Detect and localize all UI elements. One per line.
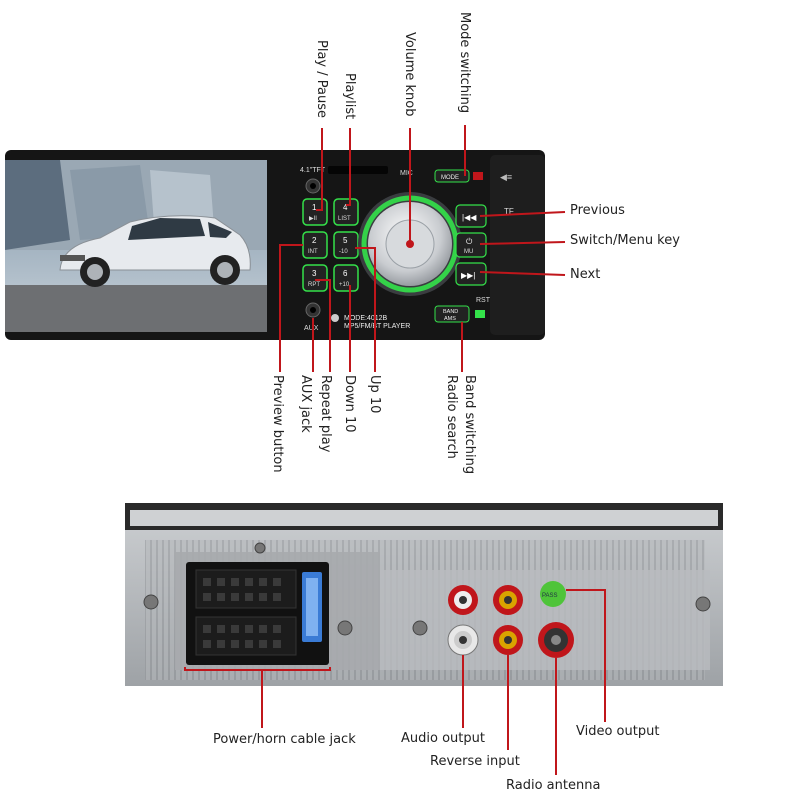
- callout-previous: Previous: [570, 203, 625, 218]
- callout-audio-output: Audio output: [401, 731, 485, 746]
- preset-button-2[interactable]: 2 INT: [302, 231, 328, 259]
- rca-audio-out-white[interactable]: [447, 624, 479, 656]
- rst-label: RST: [476, 297, 491, 304]
- sd-slot: [328, 166, 388, 174]
- svg-text:3: 3: [312, 269, 317, 278]
- callout-preview-button: Preview button: [270, 375, 285, 473]
- callout-switch-menu: Switch/Menu key: [570, 233, 680, 248]
- rca-audio-out-red[interactable]: [448, 585, 478, 615]
- callout-radio-search: Radio search: [444, 375, 459, 459]
- rca-video-out-yellow[interactable]: [493, 585, 523, 615]
- svg-text:BAND: BAND: [443, 309, 458, 315]
- screw-icon: [337, 620, 353, 636]
- power-icon: ⏻: [466, 237, 473, 246]
- screw-icon: [412, 620, 428, 636]
- svg-text:1: 1: [312, 203, 317, 212]
- screw-icon: [254, 542, 266, 554]
- tf-label: TF: [504, 207, 514, 216]
- aux-port[interactable]: [305, 302, 321, 318]
- svg-text:AMS: AMS: [444, 316, 456, 322]
- callout-reverse-input: Reverse input: [430, 754, 520, 769]
- callout-repeat-play: Repeat play: [318, 375, 333, 453]
- front-callout-lines: [279, 125, 566, 372]
- back-callout-lines: [184, 589, 606, 775]
- preset-button-1[interactable]: 1 ▶II: [302, 198, 328, 226]
- mode-button[interactable]: MODE: [434, 169, 483, 183]
- svg-text:4: 4: [343, 203, 348, 212]
- callout-next: Next: [570, 267, 601, 282]
- svg-text:LIST: LIST: [338, 216, 351, 222]
- svg-text:5: 5: [343, 236, 348, 245]
- rca-reverse-in[interactable]: [493, 625, 523, 655]
- callout-band-switching: Band switching: [462, 375, 477, 475]
- screen-size-label: 4.1"TFT: [300, 167, 326, 174]
- front-panel: 4.1"TFT MIC TF RST MODE 1 ▶II 2 INT: [5, 150, 545, 340]
- screw-icon: [143, 594, 159, 610]
- usb-port[interactable]: [305, 178, 321, 194]
- previous-icon: |◀◀: [462, 213, 477, 222]
- svg-text:MODE: MODE: [441, 175, 459, 181]
- aux-port-label: AUX: [304, 325, 319, 332]
- preset-button-4[interactable]: 4 LIST: [333, 198, 359, 226]
- phone-answer-icon: [475, 310, 485, 318]
- back-panel: PASS: [125, 503, 723, 686]
- car-image: [59, 215, 251, 287]
- svg-text:+10: +10: [339, 282, 350, 288]
- preset-buttons: 1 ▶II 2 INT 3 RPT 4 LIST 5 -10: [302, 198, 359, 292]
- phone-hangup-icon: [473, 172, 483, 180]
- preset-button-6[interactable]: 6 +10: [333, 264, 359, 292]
- svg-text:MU: MU: [464, 249, 473, 255]
- callout-play-pause: Play / Pause: [314, 40, 329, 118]
- callout-volume-knob: Volume knob: [402, 32, 417, 117]
- callout-video-output: Video output: [576, 724, 660, 739]
- svg-text:PASS: PASS: [542, 593, 558, 599]
- preset-button-5[interactable]: 5 -10: [333, 231, 359, 259]
- mic-label: MIC: [400, 170, 413, 177]
- display-screen: [5, 160, 267, 332]
- svg-text:2: 2: [312, 236, 317, 245]
- svg-text:INT: INT: [308, 249, 318, 255]
- iso-power-connector[interactable]: [186, 562, 329, 665]
- band-ams-button[interactable]: BAND AMS: [434, 305, 485, 323]
- eject-icon: ◀≡: [500, 172, 512, 182]
- radio-antenna-port[interactable]: [538, 622, 574, 658]
- callout-aux-jack: AUX jack: [298, 375, 313, 433]
- callout-radio-antenna: Radio antenna: [506, 778, 601, 793]
- svg-text:-10: -10: [339, 249, 348, 255]
- svg-text:6: 6: [343, 269, 348, 278]
- next-icon: ▶▶|: [461, 271, 475, 280]
- next-button[interactable]: ▶▶|: [455, 262, 487, 286]
- model-line-1: MODE:4012B: [344, 315, 388, 322]
- model-line-2: MP5/FM/BT PLAYER: [344, 323, 410, 330]
- callout-up-10: Up 10: [367, 375, 382, 414]
- svg-text:▶II: ▶II: [309, 216, 317, 222]
- svg-text:RPT: RPT: [308, 282, 320, 288]
- callout-playlist: Playlist: [342, 73, 357, 120]
- callout-power-horn: Power/horn cable jack: [213, 732, 356, 747]
- pass-indicator: PASS: [540, 581, 566, 607]
- mute-button[interactable]: ⏻ MU: [455, 232, 487, 258]
- screw-icon: [695, 596, 711, 612]
- callout-down-10: Down 10: [342, 375, 357, 433]
- callout-mode-switching: Mode switching: [457, 12, 472, 114]
- preset-button-3[interactable]: 3 RPT: [302, 264, 328, 292]
- brand-icon: [331, 314, 339, 322]
